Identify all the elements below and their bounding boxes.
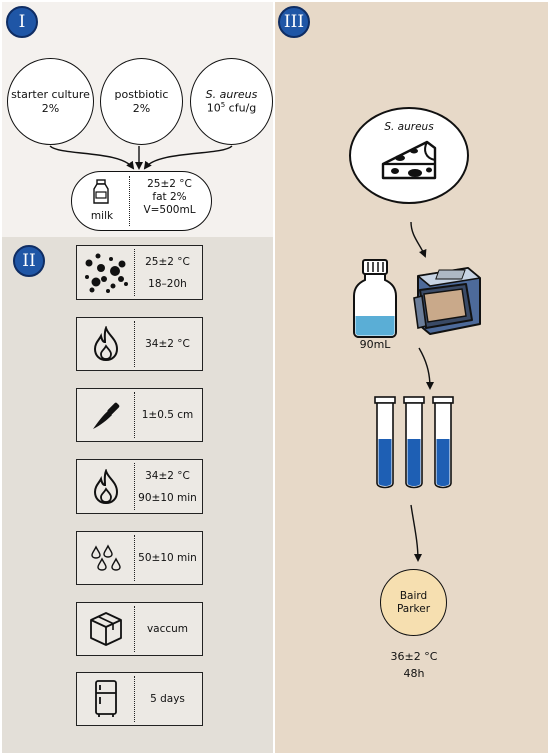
input-amount: 2% — [132, 101, 151, 115]
arrow-tubes-to-plate — [410, 504, 422, 562]
step-cutting: 1±0.5 cm — [76, 388, 203, 442]
step-line: 50±10 min — [138, 552, 197, 564]
cheese-wedge-icon — [381, 140, 437, 179]
input-name: S. aureus — [205, 87, 258, 101]
test-tube-icon — [403, 396, 425, 489]
milk-conditions: 25±2 °C fat 2% V=500mL — [134, 178, 205, 217]
step-line: 18–20h — [148, 277, 187, 290]
badge-panel-1: I — [6, 6, 38, 38]
input-postbiotic: postbiotic 2% — [100, 58, 183, 145]
step-line: 25±2 °C — [145, 255, 190, 268]
step-line: vaccum — [146, 623, 189, 635]
baird-parker-plate: Baird Parker — [380, 569, 447, 636]
step-cooking: 34±2 °C 90±10 min — [76, 459, 203, 514]
input-name: starter culture — [11, 88, 90, 102]
incubation-temperature: 36±2 °C — [390, 650, 438, 663]
stomacher-blender-icon — [413, 267, 481, 335]
saline-bottle-icon — [353, 259, 397, 338]
input-amount: 2% — [41, 101, 60, 115]
plate-label-line2: Parker — [396, 602, 431, 615]
arrow-sample-to-stomacher — [410, 221, 427, 258]
step-divider — [134, 249, 135, 296]
step-draining: 50±10 min — [76, 531, 203, 585]
step-divider — [134, 606, 135, 652]
step-conditions: 34±2 °C 90±10 min — [135, 460, 200, 513]
arrow-starter-to-milk — [49, 145, 135, 170]
step-divider — [134, 392, 135, 438]
badge-label: III — [283, 12, 305, 32]
dilution-tubes-icon — [374, 396, 454, 489]
step-line: 1±0.5 cm — [141, 409, 194, 421]
step-heating: 34±2 °C — [76, 317, 203, 371]
amount-exponent: 5 — [220, 101, 226, 110]
badge-label: II — [22, 251, 36, 271]
flame-icon — [79, 318, 133, 370]
plate-label-line1: Baird — [399, 589, 428, 602]
step-line: 5 days — [150, 693, 185, 705]
step-conditions: 50±10 min — [135, 532, 200, 584]
step-conditions: vaccum — [135, 603, 200, 655]
step-conditions: 34±2 °C — [135, 318, 200, 370]
step-conditions: 1±0.5 cm — [135, 389, 200, 441]
sample-label: S. aureus — [384, 121, 434, 133]
step-divider — [134, 463, 135, 510]
fridge-icon — [79, 673, 133, 725]
test-tube-icon — [374, 396, 396, 489]
step-packaging: vaccum — [76, 602, 203, 656]
step-divider — [134, 676, 135, 722]
arrow-stomacher-to-tubes — [418, 347, 434, 390]
input-name: postbiotic — [114, 88, 169, 102]
step-line: 34±2 °C — [145, 338, 190, 350]
test-tube-icon — [432, 396, 454, 489]
package-box-icon — [79, 603, 133, 655]
badge-label: I — [18, 12, 26, 32]
milk-temperature: 25±2 °C — [147, 178, 192, 190]
flame-icon — [79, 460, 133, 513]
step-conditions: 5 days — [135, 673, 200, 725]
culture-dots-icon — [79, 246, 133, 299]
input-amount: 105 cfu/g — [207, 101, 257, 115]
drops-icon — [79, 532, 133, 584]
step-divider — [134, 321, 135, 367]
bottle-volume: 90mL — [359, 338, 391, 351]
knife-icon — [79, 389, 133, 441]
step-divider — [134, 535, 135, 581]
step-fermentation: 25±2 °C 18–20h — [76, 245, 203, 300]
incubation-time: 48h — [403, 667, 425, 680]
step-line: 34±2 °C — [145, 469, 190, 482]
milk-label: milk — [90, 210, 114, 222]
milk-volume: V=500mL — [143, 204, 196, 217]
sample-circle: S. aureus — [349, 107, 469, 204]
milk-divider — [129, 176, 130, 226]
arrow-aureus-to-milk — [143, 145, 233, 170]
milk-box: milk 25±2 °C fat 2% V=500mL — [71, 171, 212, 231]
input-s-aureus: S. aureus 105 cfu/g — [190, 58, 273, 145]
step-line: 90±10 min — [138, 491, 197, 504]
badge-panel-2: II — [13, 245, 45, 277]
step-conditions: 25±2 °C 18–20h — [135, 246, 200, 299]
step-storage: 5 days — [76, 672, 203, 726]
milk-fat: fat 2% — [152, 191, 187, 204]
milk-bottle-icon — [93, 179, 109, 204]
input-starter-culture: starter culture 2% — [7, 58, 94, 145]
amount-unit: cfu/g — [225, 101, 257, 115]
amount-base: 10 — [206, 101, 221, 115]
badge-panel-3: III — [278, 6, 310, 38]
